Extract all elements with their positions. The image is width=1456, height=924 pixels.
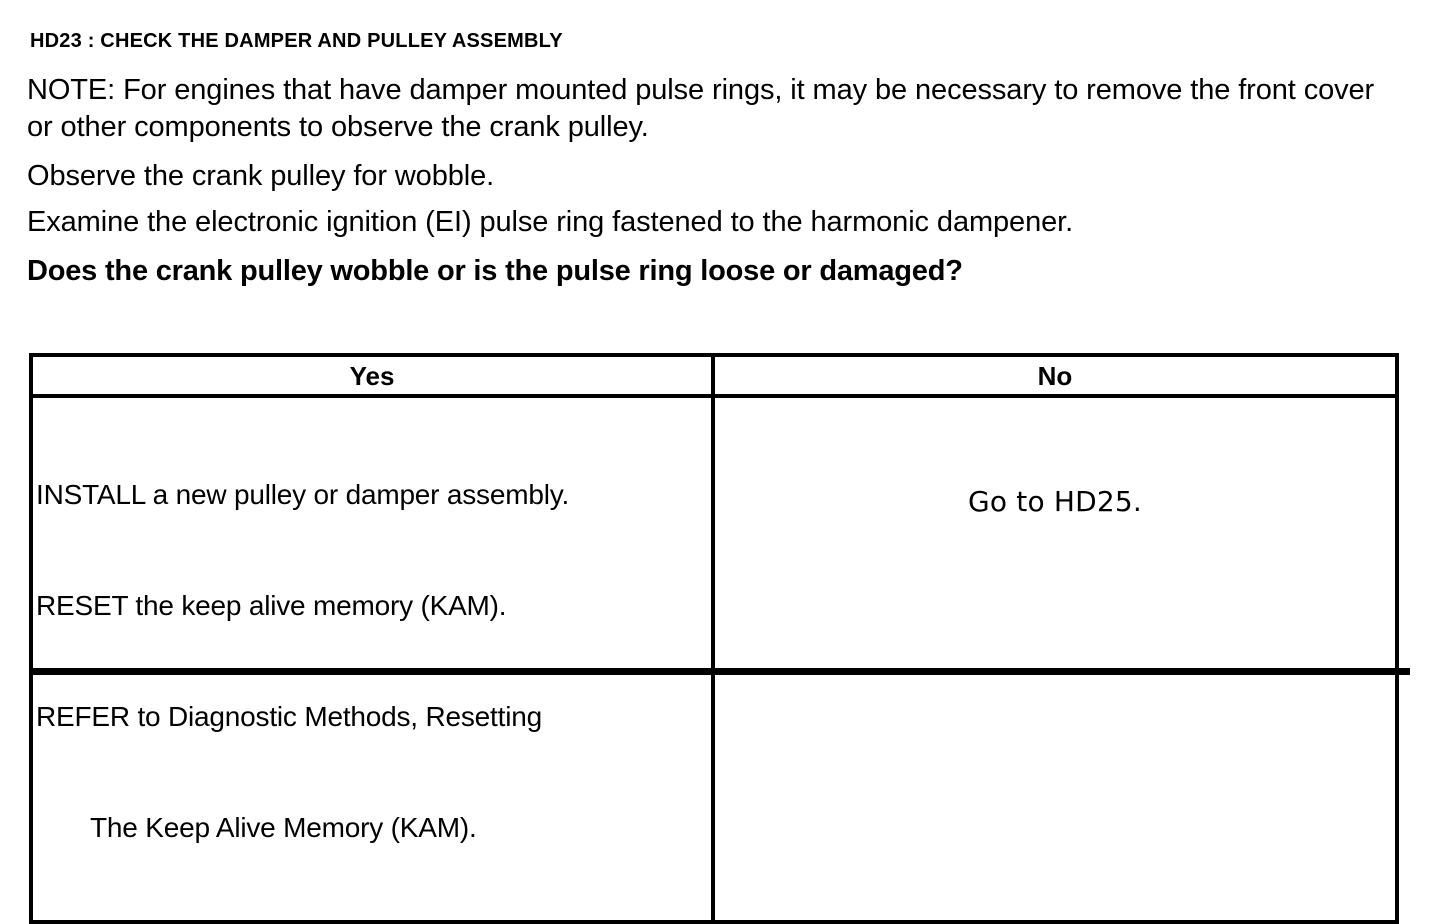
manual-page: HD23 : CHECK THE DAMPER AND PULLEY ASSEM… [27, 30, 1410, 924]
table-header-row: Yes No [29, 353, 1399, 398]
instruction-examine: Examine the electronic ignition (EI) pul… [27, 206, 1074, 238]
instruction-observe: Observe the crank pulley for wobble. [27, 160, 495, 192]
action-install: INSTALL a new pulley or damper assembly. [36, 479, 570, 510]
cell-no-action: Go to HD25. [711, 394, 1399, 924]
footer-divider [29, 668, 1410, 675]
decision-question: Does the crank pulley wobble or is the p… [27, 255, 963, 287]
decision-table: Yes No INSTALL a new pulley or damper as… [29, 353, 1399, 924]
goto-step-reference: Go to HD25. [967, 485, 1143, 518]
column-header-no: No [711, 353, 1399, 398]
table-row: INSTALL a new pulley or damper assembly.… [29, 394, 1399, 924]
action-reset: RESET the keep alive memory (KAM). [36, 590, 507, 621]
body-text-block: NOTE: For engines that have damper mount… [27, 72, 1383, 299]
cell-yes-actions: INSTALL a new pulley or damper assembly.… [29, 394, 715, 924]
action-refer-continued: The Keep Alive Memory (KAM). [90, 812, 477, 843]
yes-action-list: INSTALL a new pulley or damper assembly.… [33, 398, 711, 920]
action-refer: REFER to Diagnostic Methods, Resetting [36, 701, 542, 732]
page-title: HD23 : CHECK THE DAMPER AND PULLEY ASSEM… [30, 30, 563, 52]
column-header-yes: Yes [29, 353, 715, 398]
note-paragraph: NOTE: For engines that have damper mount… [27, 74, 1383, 143]
